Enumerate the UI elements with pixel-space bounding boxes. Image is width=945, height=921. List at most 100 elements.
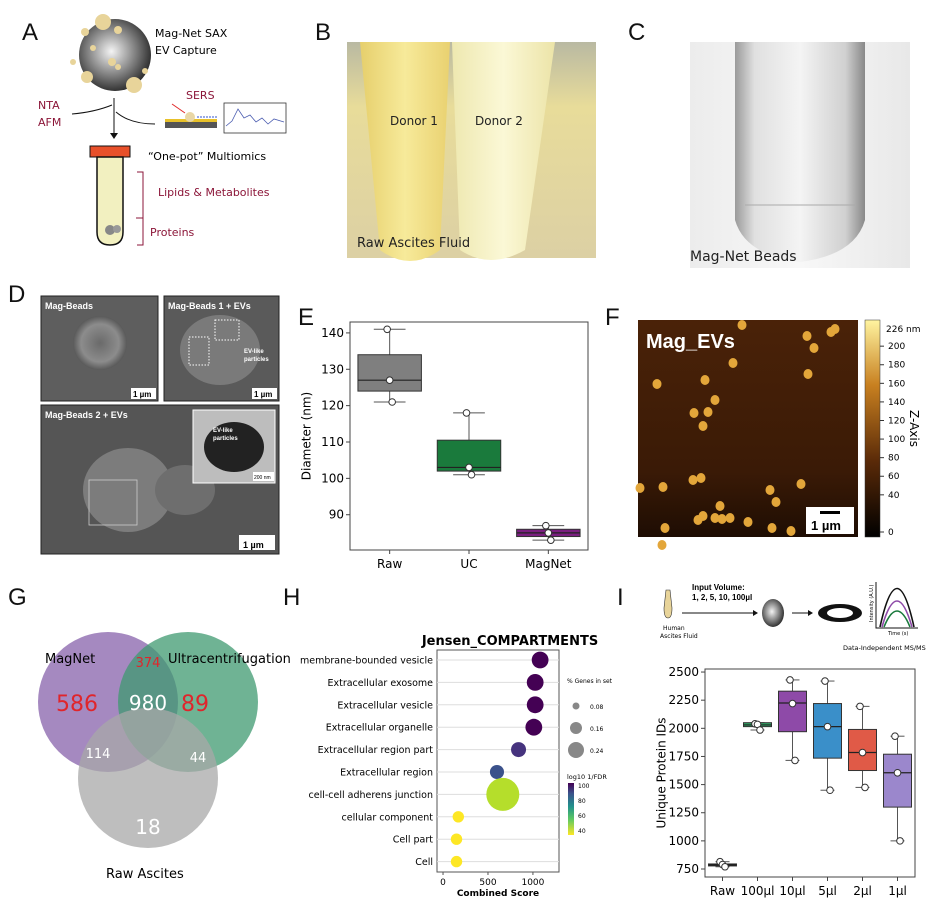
ev-like-label-2a: EV-like: [213, 428, 233, 434]
sem-title-mag-beads-1: Mag-Beads 1 + EVs: [168, 301, 251, 311]
arrow-right: [115, 111, 156, 125]
dot: [526, 696, 544, 714]
raw-ascites-caption: Raw Ascites Fluid: [357, 236, 470, 251]
count-all: 980: [129, 691, 167, 715]
afm-particle: [710, 513, 720, 523]
colorbar-tick-label: 160: [888, 379, 905, 389]
venn-label-magnet: MagNet: [45, 652, 95, 667]
afm-particle: [689, 408, 699, 418]
afm-particle: [698, 421, 708, 431]
colorbar-tick-label: 120: [888, 416, 905, 426]
data-point: [893, 768, 902, 777]
dot: [450, 833, 463, 845]
x-tick-label: 10µl: [779, 884, 805, 898]
source-line2: Ascites Fluid: [660, 633, 698, 640]
scale-bar-1: 1 µm: [133, 390, 151, 399]
data-point: [823, 722, 832, 731]
afm-particle: [696, 473, 706, 483]
ev-like-label-1b: particles: [244, 357, 269, 363]
size-legend-dot: [572, 702, 580, 710]
multiomics-label: “One-pot” Multiomics: [148, 150, 266, 163]
y-tick-label: 140: [321, 326, 344, 340]
color-legend-tick: 40: [578, 828, 586, 835]
afm-image: [638, 320, 858, 537]
afm-particle: [717, 514, 727, 524]
category-label: Extracellular region part: [318, 745, 434, 756]
dot: [489, 764, 505, 780]
data-point: [383, 325, 391, 334]
venn-label-uc: Ultracentrifugation: [168, 652, 291, 667]
color-legend-title: log10 1/FDR: [567, 773, 607, 781]
sample-tube-icon: [663, 589, 673, 619]
afm-particle: [802, 331, 812, 341]
y-tick-label: 750: [676, 862, 699, 876]
data-point: [858, 748, 867, 757]
panel-d: D Mag-Beads 1 µm Mag-Beads 1 + EVs EV-li…: [8, 281, 280, 555]
colorbar-max: 226 nm: [886, 325, 921, 335]
panel-label-g: G: [8, 584, 27, 611]
afm-particle: [737, 320, 747, 330]
afm-particle: [728, 358, 738, 368]
afm-particle: [635, 483, 645, 493]
sers-schematic: [165, 102, 287, 134]
data-point: [462, 409, 471, 417]
afm-particle: [710, 395, 720, 405]
tube-body: [96, 156, 124, 246]
afm-particle: [830, 324, 840, 334]
category-label: Cell: [415, 857, 433, 868]
plot-frame: [704, 668, 916, 878]
afm-particle: [652, 379, 662, 389]
data-point: [542, 521, 550, 530]
dot: [526, 674, 544, 691]
nta-label: NTA: [38, 99, 60, 112]
proteins-label: Proteins: [150, 226, 195, 239]
afm-particle: [715, 501, 725, 511]
afm-particle: [786, 526, 796, 536]
size-legend-label: 0.16: [590, 726, 604, 733]
bead-title-line2: EV Capture: [155, 44, 217, 57]
afm-title: Mag_EVs: [646, 331, 735, 353]
input-volume-label: Input Volume:: [692, 583, 745, 592]
box-3: [813, 703, 842, 759]
panel-f: F Mag_EVs 1 µm 2001801601401201008060400…: [605, 304, 921, 550]
venn-circle-raw: [78, 708, 218, 848]
panel-label-h: H: [283, 584, 300, 611]
ascites-photo: [347, 42, 596, 261]
lipids-label: Lipids & Metabolites: [158, 186, 270, 199]
colorbar-tick-label: 140: [888, 398, 905, 408]
y-tick-label: 90: [329, 508, 344, 522]
bead-tube-photo: [690, 42, 910, 268]
color-legend-tick: 100: [578, 783, 590, 790]
dot: [525, 718, 543, 736]
afm-particle: [703, 407, 713, 417]
afm-particle: [767, 523, 777, 533]
sem-title-mag-beads-2: Mag-Beads 2 + EVs: [45, 410, 128, 420]
category-label: membrane-bounded vesicle: [300, 656, 433, 667]
count-magnet-uc: 374: [136, 656, 161, 671]
afm-particles: [635, 320, 840, 550]
data-point: [891, 732, 899, 740]
panel-a: A Mag-Net SAX EV Capture NTA AFM SERS: [22, 14, 287, 246]
panel-label-a: A: [22, 19, 38, 46]
x-tick-label: 0: [440, 878, 446, 888]
colorbar-tick-label: 0: [888, 528, 894, 538]
arrow-left: [71, 104, 113, 115]
count-uc-only: 89: [181, 692, 209, 717]
afm-particle: [725, 513, 735, 523]
tube-beads: [105, 225, 115, 235]
panel-label-b: B: [315, 19, 331, 46]
panel-i: I Human Ascites Fluid Input Volume: 1, 2…: [617, 582, 926, 898]
box-5: [883, 753, 912, 808]
afm-particle: [658, 482, 668, 492]
bead-title-line1: Mag-Net SAX: [155, 27, 228, 40]
workflow-schematic: Human Ascites Fluid Input Volume: 1, 2, …: [660, 582, 926, 652]
panel-label-d: D: [8, 281, 25, 308]
afm-particle: [765, 485, 775, 495]
afm-particle: [657, 540, 667, 550]
afm-particle: [796, 479, 806, 489]
x-tick-label: Raw: [710, 884, 735, 898]
category-label: Extracellular organelle: [326, 723, 433, 734]
